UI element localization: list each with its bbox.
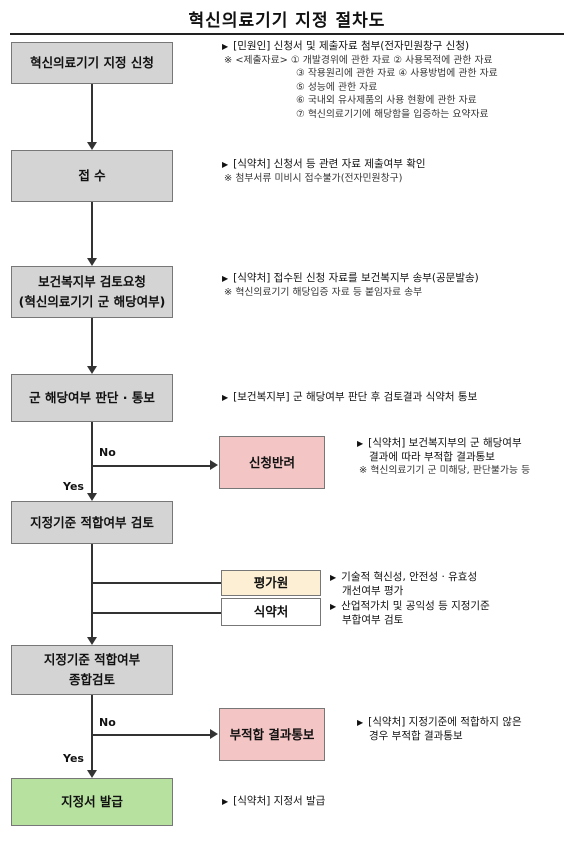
note-text: [식약처] 지정서 발급 bbox=[233, 795, 326, 807]
step-label: 부적합 결과통보 bbox=[229, 726, 315, 742]
edge-label-no: No bbox=[99, 716, 116, 729]
note-text: 부합여부 검토 bbox=[342, 613, 404, 626]
note-sub: ※ <제출자료> ① 개발경위에 관한 자료 ② 사용목적에 관한 자료 bbox=[224, 54, 493, 66]
note-text: 경우 부적합 결과통보 bbox=[369, 729, 463, 742]
arrow-right-icon bbox=[210, 729, 218, 739]
edge-label-no: No bbox=[99, 446, 116, 459]
connector-spine bbox=[91, 202, 93, 260]
bullet-triangle-icon: ▶ bbox=[330, 602, 337, 611]
step-label: 혁신의료기기 지정 신청 bbox=[30, 55, 154, 70]
note-sub: ※ 첨부서류 미비시 접수불가(전자민원창구) bbox=[224, 172, 403, 184]
note-text: [보건복지부] 군 해당여부 판단 후 검토결과 식약처 통보 bbox=[233, 391, 478, 403]
note-sub: ⑦ 혁신의료기기에 해당함을 입증하는 요약자료 bbox=[296, 108, 489, 120]
note-sub: ※ 혁신의료기기 군 미해당, 판단불가능 등 bbox=[359, 465, 531, 476]
note-text: [식약처] 신청서 등 관련 자료 제출여부 확인 bbox=[233, 158, 426, 170]
connector-spine bbox=[91, 544, 93, 639]
step-receive: 접 수 bbox=[11, 150, 173, 202]
note-sub: ⑥ 국내외 유사제품의 사용 현황에 관한 자료 bbox=[296, 95, 477, 106]
note-text: [식약처] 접수된 신청 자료를 보건복지부 송부(공문발송) bbox=[233, 272, 479, 284]
step-mfds-review: 식약처 bbox=[221, 598, 321, 626]
step-issue: 지정서 발급 bbox=[11, 778, 173, 826]
connector-spine bbox=[91, 422, 93, 495]
note-sub: ⑤ 성능에 관한 자료 bbox=[296, 81, 378, 93]
note-text: [민원인] 신청서 및 제출자료 첨부(전자민원창구 신청) bbox=[233, 40, 470, 52]
step-reject: 신청반려 bbox=[219, 436, 325, 489]
arrow-right-icon bbox=[210, 460, 218, 470]
connector-spine bbox=[91, 318, 93, 368]
note-text: [식약처] 보건복지부의 군 해당여부 bbox=[368, 437, 522, 449]
arrow-down-icon bbox=[87, 493, 97, 501]
note-text: 기술적 혁신성, 안전성 · 유효성 bbox=[341, 571, 478, 583]
step-label: (혁신의료기기 군 해당여부) bbox=[18, 294, 166, 309]
step-label: 지정기준 적합여부 검토 bbox=[30, 514, 154, 530]
page-title: 혁신의료기기 지정 절차도 bbox=[188, 11, 386, 31]
step-apply: 혁신의료기기 지정 신청 bbox=[11, 42, 173, 84]
connector-branch bbox=[91, 582, 221, 584]
note-receive: ▶ [식약처] 신청서 등 관련 자료 제출여부 확인 ※ 첨부서류 미비시 접수… bbox=[222, 158, 426, 185]
connector-no-branch bbox=[91, 734, 211, 736]
title-underline bbox=[10, 33, 564, 35]
step-criteria-review: 지정기준 적합여부 검토 bbox=[11, 501, 173, 544]
note-review: ▶ [식약처] 접수된 신청 자료를 보건복지부 송부(공문발송) ※ 혁신의료기… bbox=[222, 272, 479, 299]
note-reject: ▶ [식약처] 보건복지부의 군 해당여부 결과에 따라 부적합 결과통보 ※ 혁… bbox=[357, 437, 530, 478]
step-label: 신청반려 bbox=[248, 454, 295, 470]
step-overall-review: 지정기준 적합여부 종합검토 bbox=[11, 645, 173, 695]
note-apply: ▶ [민원인] 신청서 및 제출자료 첨부(전자민원창구 신청) ※ <제출자료>… bbox=[222, 40, 498, 121]
note-nonconform: ▶ [식약처] 지정기준에 적합하지 않은 경우 부적합 결과통보 bbox=[357, 716, 522, 743]
bullet-triangle-icon: ▶ bbox=[222, 274, 229, 283]
note-issue: ▶ [식약처] 지정서 발급 bbox=[222, 795, 325, 809]
arrow-down-icon bbox=[87, 770, 97, 778]
note-sub: ※ 혁신의료기기 해당입증 자료 등 붙임자료 송부 bbox=[224, 286, 423, 298]
bullet-triangle-icon: ▶ bbox=[222, 393, 229, 402]
note-mfds: ▶ 산업적가치 및 공익성 등 지정기준 부합여부 검토 bbox=[330, 600, 490, 627]
note-judge: ▶ [보건복지부] 군 해당여부 판단 후 검토결과 식약처 통보 bbox=[222, 391, 477, 405]
arrow-down-icon bbox=[87, 142, 97, 150]
step-nonconform: 부적합 결과통보 bbox=[219, 708, 325, 761]
step-review-request: 보건복지부 검토요청 (혁신의료기기 군 해당여부) bbox=[11, 266, 173, 318]
note-text: 산업적가치 및 공익성 등 지정기준 bbox=[341, 600, 490, 612]
note-evaluator: ▶ 기술적 혁신성, 안전성 · 유효성 개선여부 평가 bbox=[330, 571, 477, 598]
step-label: 접 수 bbox=[78, 168, 106, 183]
arrow-down-icon bbox=[87, 258, 97, 266]
bullet-triangle-icon: ▶ bbox=[222, 797, 229, 806]
step-label: 종합검토 bbox=[68, 672, 115, 687]
edge-label-yes: Yes bbox=[63, 480, 84, 493]
connector-no-branch bbox=[91, 465, 211, 467]
step-label: 지정서 발급 bbox=[61, 794, 123, 809]
bullet-triangle-icon: ▶ bbox=[357, 439, 364, 448]
connector-spine bbox=[91, 84, 93, 144]
step-label: 평가원 bbox=[253, 575, 289, 590]
note-text: 개선여부 평가 bbox=[342, 584, 404, 597]
step-label: 식약처 bbox=[253, 604, 289, 619]
connector-branch bbox=[91, 612, 221, 614]
step-label: 군 해당여부 판단 · 통보 bbox=[29, 390, 155, 405]
note-text: [식약처] 지정기준에 적합하지 않은 bbox=[368, 716, 522, 728]
bullet-triangle-icon: ▶ bbox=[222, 42, 229, 51]
note-sub: ③ 작용원리에 관한 자료 ④ 사용방법에 관한 자료 bbox=[296, 68, 498, 79]
step-label: 지정기준 적합여부 bbox=[43, 652, 141, 667]
arrow-down-icon bbox=[87, 637, 97, 645]
edge-label-yes: Yes bbox=[63, 752, 84, 765]
step-evaluator: 평가원 bbox=[221, 570, 321, 596]
connector-spine bbox=[91, 695, 93, 772]
step-judge: 군 해당여부 판단 · 통보 bbox=[11, 374, 173, 422]
arrow-down-icon bbox=[87, 366, 97, 374]
note-text: 결과에 따라 부적합 결과통보 bbox=[369, 450, 495, 463]
step-label: 보건복지부 검토요청 bbox=[38, 274, 146, 289]
bullet-triangle-icon: ▶ bbox=[330, 573, 337, 582]
bullet-triangle-icon: ▶ bbox=[222, 160, 229, 169]
bullet-triangle-icon: ▶ bbox=[357, 718, 364, 727]
